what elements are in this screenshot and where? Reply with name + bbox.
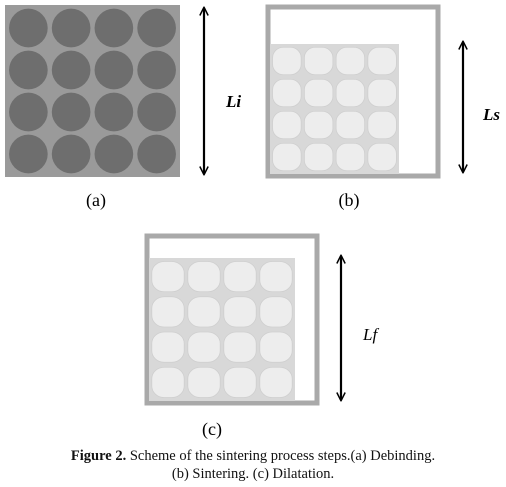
panel-label-b: (b) — [339, 190, 360, 211]
particle — [335, 78, 366, 108]
particle — [151, 296, 185, 328]
panel-debinding: Li (a) — [5, 5, 241, 211]
caption-text-line1: Scheme of the sintering process steps.(a… — [126, 448, 436, 464]
particle — [94, 134, 134, 174]
particle — [367, 78, 397, 108]
particle — [137, 50, 176, 90]
particle — [259, 331, 293, 363]
particle — [272, 78, 302, 108]
panel-sintering: Ls (b) — [265, 4, 500, 211]
particle — [223, 261, 257, 293]
particle — [335, 110, 366, 140]
particle — [367, 46, 397, 76]
particle — [303, 142, 334, 172]
particle — [9, 50, 48, 90]
particle — [51, 8, 91, 48]
particle — [151, 366, 185, 398]
particle — [303, 78, 334, 108]
particle — [223, 296, 257, 328]
particle — [272, 110, 302, 140]
particle — [51, 50, 91, 90]
panel-label-a: (a) — [86, 190, 106, 211]
particle — [9, 8, 48, 48]
particle — [94, 92, 134, 132]
dimension-label-lf: Lf — [362, 325, 379, 344]
frame-c — [144, 233, 320, 406]
particle — [187, 331, 221, 363]
dimension-label-ls: Ls — [482, 105, 500, 124]
particle — [51, 92, 91, 132]
particle — [137, 134, 176, 174]
particle — [187, 296, 221, 328]
particle — [335, 142, 366, 172]
particle — [187, 261, 221, 293]
figure-number: Figure 2. — [70, 448, 127, 464]
particle — [223, 331, 257, 363]
particle — [272, 46, 302, 76]
particle — [335, 46, 366, 76]
particle — [259, 296, 293, 328]
particle-grid-b — [272, 46, 397, 172]
particle — [259, 366, 293, 398]
particle — [367, 142, 397, 172]
particle — [187, 366, 221, 398]
particle — [151, 331, 185, 363]
caption-text-line2: (b) Sintering. (c) Dilatation. — [171, 466, 335, 482]
figure-caption-line2: (b) Sintering. (c) Dilatation. — [0, 465, 506, 483]
frame-b — [265, 4, 441, 179]
particle — [94, 8, 134, 48]
dimension-label-li: Li — [225, 92, 241, 111]
particle — [137, 8, 176, 48]
particle — [303, 110, 334, 140]
particle — [137, 92, 176, 132]
particle — [51, 134, 91, 174]
particle — [151, 261, 185, 293]
particle — [259, 261, 293, 293]
particle — [223, 366, 257, 398]
particle — [94, 50, 134, 90]
particle — [303, 46, 334, 76]
particle — [9, 134, 48, 174]
particle-grid-c — [151, 261, 293, 398]
particle — [9, 92, 48, 132]
panel-label-c: (c) — [202, 419, 222, 440]
figure-caption: Figure 2. Scheme of the sintering proces… — [0, 447, 506, 465]
panel-dilatation: Lf (c) — [144, 233, 379, 440]
particle — [367, 110, 397, 140]
particle — [272, 142, 302, 172]
particle-grid-a — [9, 8, 176, 174]
